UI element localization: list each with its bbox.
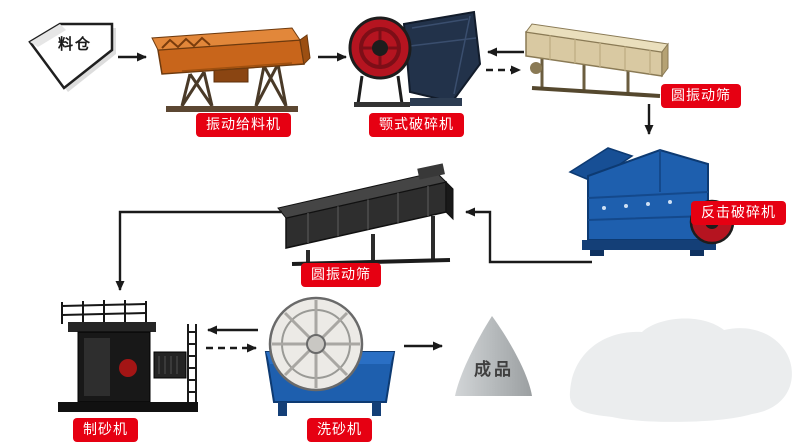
label-sand-making-machine: 制砂机 xyxy=(73,418,138,442)
hopper-shape xyxy=(28,22,116,92)
finished-product-pile xyxy=(455,316,532,396)
arrow-screen2-to-sandmaker xyxy=(115,210,282,291)
vibrating-feeder-illustration xyxy=(151,27,311,112)
label-circular-vibrating-screen-2: 圆振动筛 xyxy=(301,263,381,287)
hopper-label: 料仓 xyxy=(58,36,93,53)
label-circular-vibrating-screen-1: 圆振动筛 xyxy=(661,84,741,108)
label-vibrating-feeder: 振动给料机 xyxy=(196,113,291,137)
circular-vibrating-screen-1-illustration xyxy=(525,23,669,98)
jaw-crusher-illustration xyxy=(348,10,482,107)
label-impact-crusher: 反击破碎机 xyxy=(691,201,786,225)
background-watermark-shape xyxy=(569,318,792,422)
finished-product-label: 成品 xyxy=(474,360,514,379)
label-jaw-crusher: 颚式破碎机 xyxy=(369,113,464,137)
circular-vibrating-screen-2-illustration xyxy=(277,163,454,266)
arrow-impact-to-screen2 xyxy=(465,207,592,264)
sand-washing-machine-illustration xyxy=(264,296,396,416)
sand-making-machine-illustration xyxy=(58,300,198,412)
label-sand-washing-machine: 洗砂机 xyxy=(307,418,372,442)
